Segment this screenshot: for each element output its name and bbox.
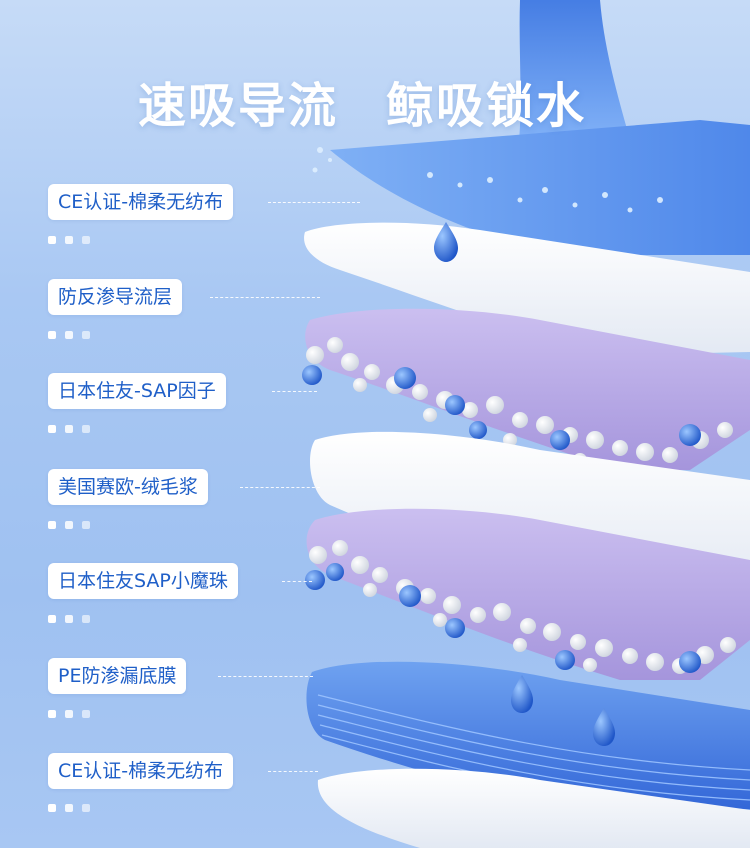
purple-layer-2 [306,508,750,680]
indicator-dots-7 [48,797,99,812]
leader-line-5 [282,581,312,582]
leader-line-6 [218,676,313,677]
indicator-dots-1 [48,229,99,244]
layer-label-6: PE防渗漏底膜 [48,658,187,694]
top-layer-sheet [330,120,750,255]
layer-label-1: CE认证-棉柔无纺布 [48,184,234,220]
water-drop-1 [434,222,458,262]
layer-label-3: 日本住友-SAP因子 [48,373,226,409]
headline-right: 鲸吸锁水 [386,78,587,134]
leader-line-7 [268,771,318,772]
indicator-dots-5 [48,608,99,623]
water-drop-2 [511,675,533,713]
layer-label-7: CE认证-棉柔无纺布 [48,753,234,789]
white-layer-bottom [317,768,750,848]
layer-label-2: 防反渗导流层 [48,279,183,315]
layer-label-5: 日本住友SAP小魔珠 [48,563,238,599]
leader-line-3 [272,391,317,392]
leader-line-2 [210,297,320,298]
indicator-dots-3 [48,418,99,433]
water-drop-3 [593,708,615,746]
sap-particles-1 [302,337,733,467]
headline: 速吸导流鲸吸锁水 [0,66,750,136]
headline-left: 速吸导流 [138,78,339,134]
leader-line-1 [268,202,360,203]
white-layer-1 [304,222,750,355]
indicator-dots-6 [48,703,99,718]
layer-label-4: 美国赛欧-绒毛浆 [48,469,208,505]
indicator-dots-2 [48,324,99,339]
purple-layer-1 [305,308,750,470]
indicator-dots-4 [48,514,99,529]
water-splash-dots [312,147,663,213]
leader-line-4 [240,487,320,488]
sap-particles-2 [305,540,736,674]
